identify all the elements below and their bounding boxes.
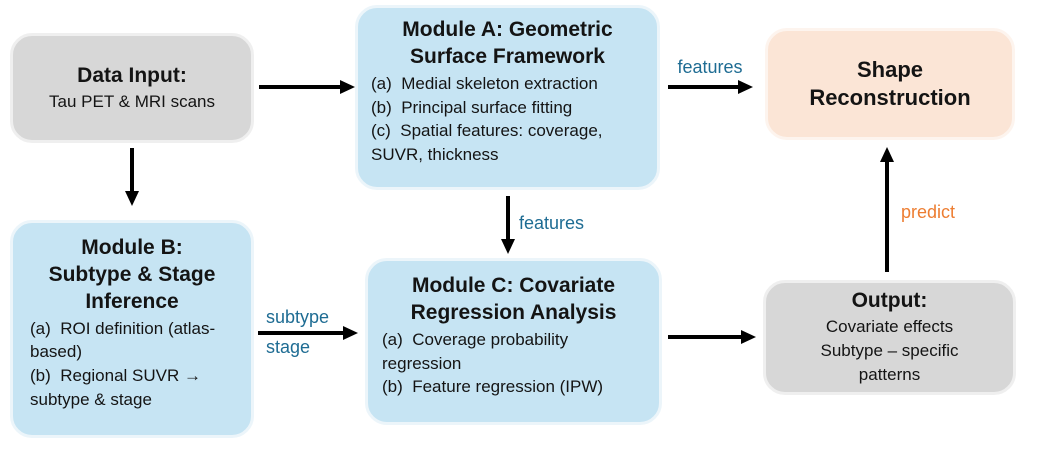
- box-data-input: Data Input: Tau PET & MRI scans: [10, 33, 254, 143]
- shape-reconstruction-title: Shape Reconstruction: [809, 56, 971, 110]
- module-b-list: (a) ROI definition (atlas-based) (b) Reg…: [30, 317, 234, 412]
- module-a-title: Module A: Geometric Surface Framework: [402, 18, 613, 68]
- box-module-b: Module B: Subtype & Stage Inference (a) …: [10, 220, 254, 438]
- box-module-c: Module C: Covariate Regression Analysis …: [365, 258, 662, 425]
- label-subtype: subtype: [266, 307, 330, 327]
- output-title: Output:: [851, 289, 928, 313]
- label-features-mid: features: [519, 213, 585, 233]
- data-input-body: Tau PET & MRI scans: [49, 91, 215, 111]
- box-shape-reconstruction: Shape Reconstruction: [765, 28, 1015, 140]
- module-a-item: (c) Spatial features: coverage, SUVR, th…: [371, 121, 603, 165]
- box-module-a: Module A: Geometric Surface Framework (a…: [355, 5, 660, 190]
- label-features-top: features: [677, 57, 743, 77]
- module-b-item: (a) ROI definition (atlas-based): [30, 318, 216, 362]
- module-b-title: Module B: Subtype & Stage Inference: [48, 236, 216, 313]
- module-a-item: (a) Medial skeleton extraction: [371, 73, 598, 93]
- output-body: Covariate effects Subtype – specific pat…: [820, 317, 959, 384]
- label-predict: predict: [901, 202, 956, 222]
- module-a-list: (a) Medial skeleton extraction (b) Princ…: [371, 72, 644, 167]
- module-a-item: (b) Principal surface fitting: [371, 97, 573, 117]
- module-c-item: (b) Feature regression (IPW): [382, 377, 604, 397]
- box-output: Output: Covariate effects Subtype – spec…: [763, 280, 1016, 395]
- module-c-item: (a) Coverage probability regression: [382, 329, 569, 373]
- data-input-title: Data Input:: [77, 63, 187, 87]
- label-stage: stage: [266, 337, 311, 357]
- module-c-title: Module C: Covariate Regression Analysis: [410, 274, 617, 324]
- module-b-item: (b) Regional SUVR → subtype & stage: [30, 366, 202, 410]
- module-c-list: (a) Coverage probability regression (b) …: [382, 328, 645, 399]
